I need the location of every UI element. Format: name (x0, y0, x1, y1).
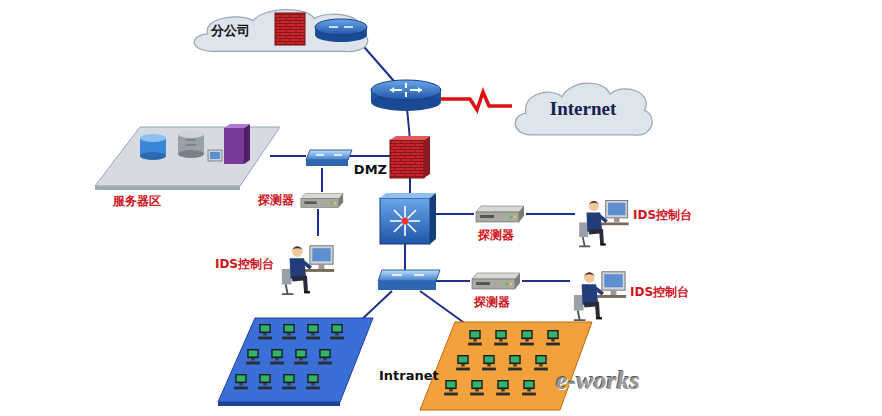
network-link (526, 213, 575, 215)
branch-cloud: 分公司 (185, 3, 375, 58)
network-link (317, 209, 319, 236)
node-label: 探测器 (474, 294, 510, 311)
server-area: 服务器区 (95, 125, 280, 187)
internet-cloud: Internet (508, 75, 658, 143)
node-label: 探测器 (258, 192, 294, 209)
ids-probe: 探测器 (470, 272, 522, 290)
node-label: IDS控制台 (630, 284, 689, 301)
ids-probe: 探测器 (474, 205, 526, 223)
node-label: Intranet (379, 368, 439, 383)
intranet-platform: Intranet (218, 318, 373, 402)
ids-console: IDS控制台 (278, 236, 336, 302)
firewall: DMZ (390, 136, 430, 178)
ids-console: IDS控制台 (575, 195, 631, 250)
node-label: 探测器 (478, 227, 514, 244)
node-title: 分公司 (211, 22, 250, 40)
node-label: 服务器区 (113, 193, 161, 210)
watermark: e-works (556, 366, 640, 396)
ids-console: IDS控制台 (570, 266, 628, 324)
node-label: DMZ (354, 162, 387, 177)
node-label: IDS控制台 (215, 256, 274, 273)
network-link (522, 280, 570, 282)
node-title: Internet (550, 98, 616, 120)
node-label: IDS控制台 (633, 207, 692, 224)
ids-probe: 探测器 (300, 192, 344, 209)
